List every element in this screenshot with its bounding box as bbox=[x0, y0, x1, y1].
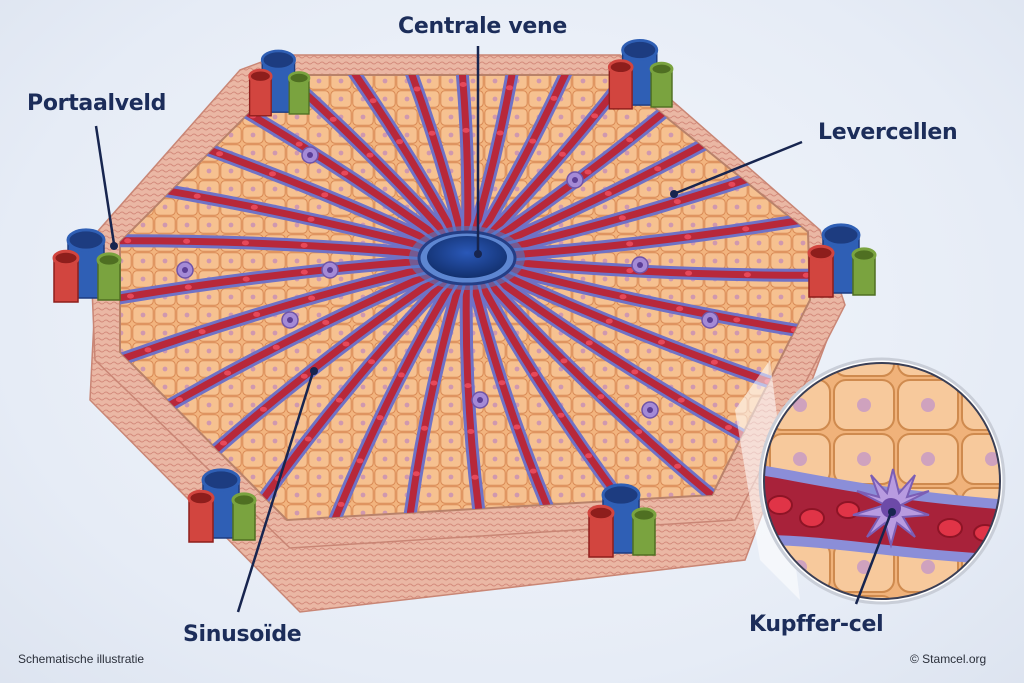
kupffer-cell bbox=[641, 401, 659, 419]
portal-triad bbox=[587, 483, 657, 558]
label-liver-cells: Levercellen bbox=[818, 120, 958, 145]
footer-caption: Schematische illustratie bbox=[18, 652, 145, 666]
label-kupffer-cell: Kupffer-cel bbox=[749, 612, 884, 637]
sinusoid bbox=[120, 167, 474, 265]
sinusoid bbox=[310, 251, 474, 520]
footer-copyright: © Stamcel.org bbox=[910, 652, 987, 666]
sinusoid bbox=[460, 75, 702, 265]
leader-dots bbox=[110, 190, 896, 516]
kupffer-cell bbox=[471, 391, 489, 409]
portal-triad bbox=[807, 223, 877, 298]
sinusoid bbox=[268, 75, 474, 265]
sinusoid bbox=[460, 75, 624, 265]
kupffer-cell bbox=[176, 261, 194, 279]
sinusoid bbox=[120, 251, 474, 383]
leader-lines bbox=[94, 46, 894, 613]
sinusoid bbox=[437, 75, 475, 265]
sinusoid bbox=[350, 75, 474, 265]
kupffer-cell-zoom bbox=[852, 468, 930, 549]
label-central-vein: Centrale vene bbox=[398, 14, 568, 39]
kupffer-cell bbox=[631, 256, 649, 274]
sinusoid bbox=[459, 251, 497, 520]
portal-triad bbox=[607, 38, 674, 110]
kupffer-cell bbox=[321, 261, 339, 279]
kupffer-cell bbox=[701, 311, 719, 329]
portal-triad bbox=[248, 49, 311, 117]
sinusoid bbox=[232, 251, 474, 520]
central-vein bbox=[409, 226, 525, 290]
portal-triad bbox=[187, 468, 257, 543]
kupffer-zoom-view bbox=[735, 357, 1006, 605]
kupffer-cell bbox=[281, 311, 299, 329]
sinusoid bbox=[460, 251, 739, 519]
kupffer-cell bbox=[566, 171, 584, 189]
sinusoid bbox=[460, 75, 539, 265]
label-sinusoid: Sinusoïde bbox=[183, 622, 302, 647]
portal-triads bbox=[52, 38, 877, 558]
label-portal-field: Portaalveld bbox=[27, 91, 167, 116]
portal-triad bbox=[52, 228, 122, 303]
kupffer-cell bbox=[301, 146, 319, 164]
